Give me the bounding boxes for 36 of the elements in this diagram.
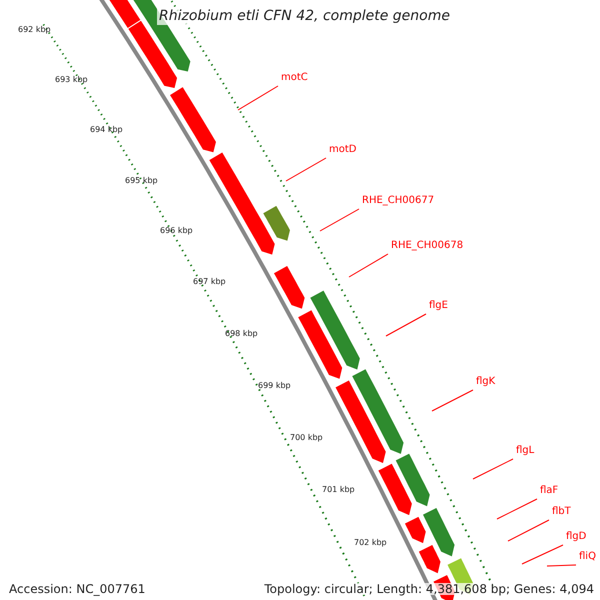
gene-label: RHE_CH00678: [391, 241, 464, 251]
scale-label: 699 kbp: [258, 382, 291, 390]
gene-label: flgK: [476, 377, 496, 387]
title: Rhizobium etli CFN 42, complete genome: [157, 7, 452, 25]
gene-label: flgD: [566, 532, 586, 542]
leader-line: [286, 158, 326, 182]
scale-label: 696 kbp: [160, 227, 193, 235]
gene-label: fliQ: [579, 552, 596, 562]
accession-text: Accession: NC_007761: [9, 583, 146, 595]
gene-label: flaF: [540, 486, 558, 496]
gene-label: flgL: [516, 446, 534, 456]
leader-line: [238, 86, 278, 110]
leader-line: [320, 208, 360, 232]
leader-line: [348, 254, 388, 278]
scale-label: 701 kbp: [322, 486, 355, 494]
leader-line: [472, 458, 514, 480]
scale-label: 692 kbp: [18, 26, 51, 34]
leader-line: [522, 544, 564, 564]
leader-line: [508, 520, 550, 542]
scale-label: 694 kbp: [90, 126, 123, 134]
gene-label: motC: [281, 73, 308, 83]
gene-label: RHE_CH00677: [362, 196, 434, 206]
scale-label: 700 kbp: [290, 434, 323, 442]
scale-label: 695 kbp: [125, 177, 158, 185]
leader-line: [386, 314, 426, 336]
gene-label: flbT: [552, 507, 571, 517]
scale-label: 693 kbp: [55, 76, 88, 84]
leader-line: [432, 390, 474, 412]
scale-label: 702 kbp: [354, 539, 387, 547]
gene-label: flgE: [429, 301, 448, 311]
leader-line: [546, 564, 576, 566]
scale-label: 697 kbp: [193, 278, 226, 286]
scale-label: 698 kbp: [225, 330, 258, 338]
genome-info-text: Topology: circular; Length: 4,381,608 bp; Genes: 4,094: [264, 583, 594, 595]
leader-line: [496, 498, 538, 520]
gene-label: motD: [329, 145, 356, 155]
